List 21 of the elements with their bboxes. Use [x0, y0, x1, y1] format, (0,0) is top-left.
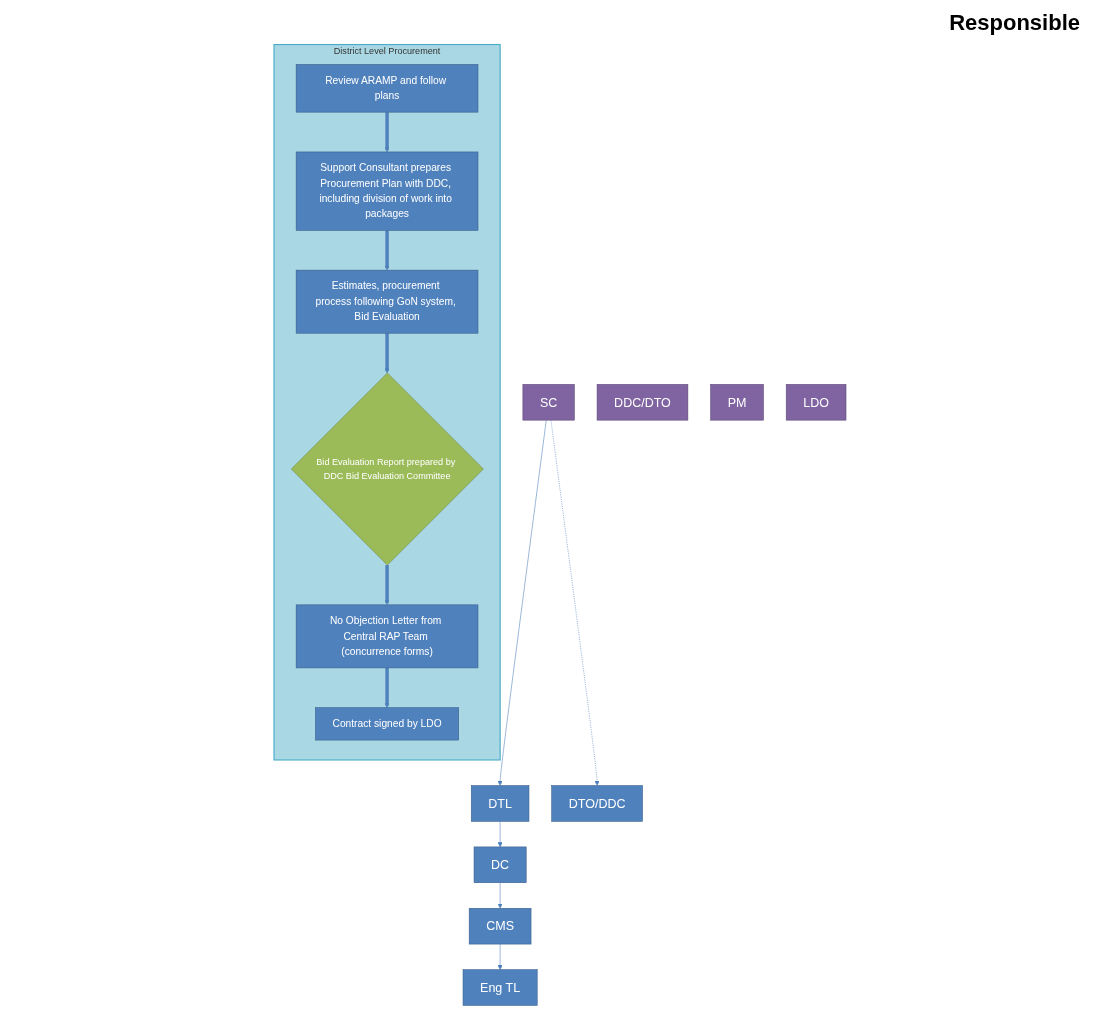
node-box: DDC/DTO	[596, 384, 689, 421]
node-box: Review ARAMP and follow plans	[295, 64, 479, 113]
node-box: DTO/DDC	[551, 785, 643, 822]
arrow	[384, 333, 390, 374]
arrow	[384, 667, 390, 708]
node-box: DC	[473, 846, 527, 883]
arrow	[384, 112, 390, 153]
column-heading: Responsible	[949, 10, 1080, 36]
node-box: DTL	[470, 785, 530, 822]
arrow	[384, 565, 390, 606]
node-diamond: Bid Evaluation Report prepared by DDC Bid Evaluation Committee	[291, 372, 484, 566]
arrow	[384, 230, 390, 271]
node-box: No Objection Letter from Central RAP Team (concurrence forms)	[295, 604, 479, 669]
node-box: Estimates, procurement process following GoN system, Bid Evaluation	[295, 269, 479, 334]
node-box: Eng TL	[462, 969, 538, 1006]
node-box: Support Consultant prepares Procurement Plan with DDC, including division of work into packages	[295, 151, 479, 231]
node-box: Contract signed by LDO	[315, 707, 459, 741]
node-box: PM	[710, 384, 764, 421]
node-box: CMS	[468, 908, 532, 945]
node-box: SC	[522, 384, 575, 421]
node-box: LDO	[785, 384, 847, 421]
